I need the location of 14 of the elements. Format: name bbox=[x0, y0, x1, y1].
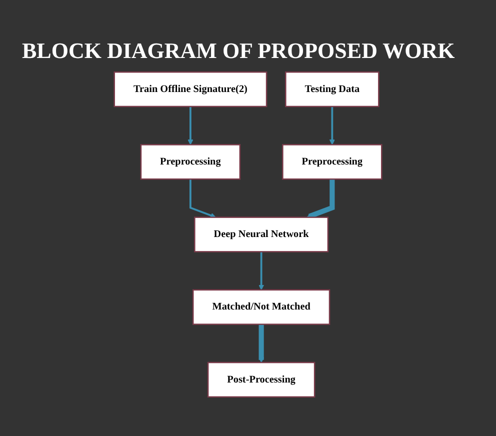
arrow bbox=[188, 106, 194, 144]
node-box: Train Offline Signature(2) bbox=[114, 70, 268, 107]
node-box: Testing Data bbox=[285, 70, 380, 107]
arrow bbox=[329, 106, 335, 144]
node-box: Preprocessing bbox=[282, 144, 382, 180]
arrow bbox=[306, 178, 335, 218]
arrow bbox=[258, 251, 264, 290]
node-box: Post-Processing bbox=[207, 361, 316, 398]
node-box: Preprocessing bbox=[140, 144, 241, 180]
arrow bbox=[189, 178, 216, 218]
diagram-title: BLOCK DIAGRAM OF PROPOSED WORK bbox=[21, 37, 456, 64]
arrow bbox=[258, 324, 264, 362]
node-box: Deep Neural Network bbox=[194, 216, 329, 252]
node-box: Matched/Not Matched bbox=[192, 288, 330, 324]
